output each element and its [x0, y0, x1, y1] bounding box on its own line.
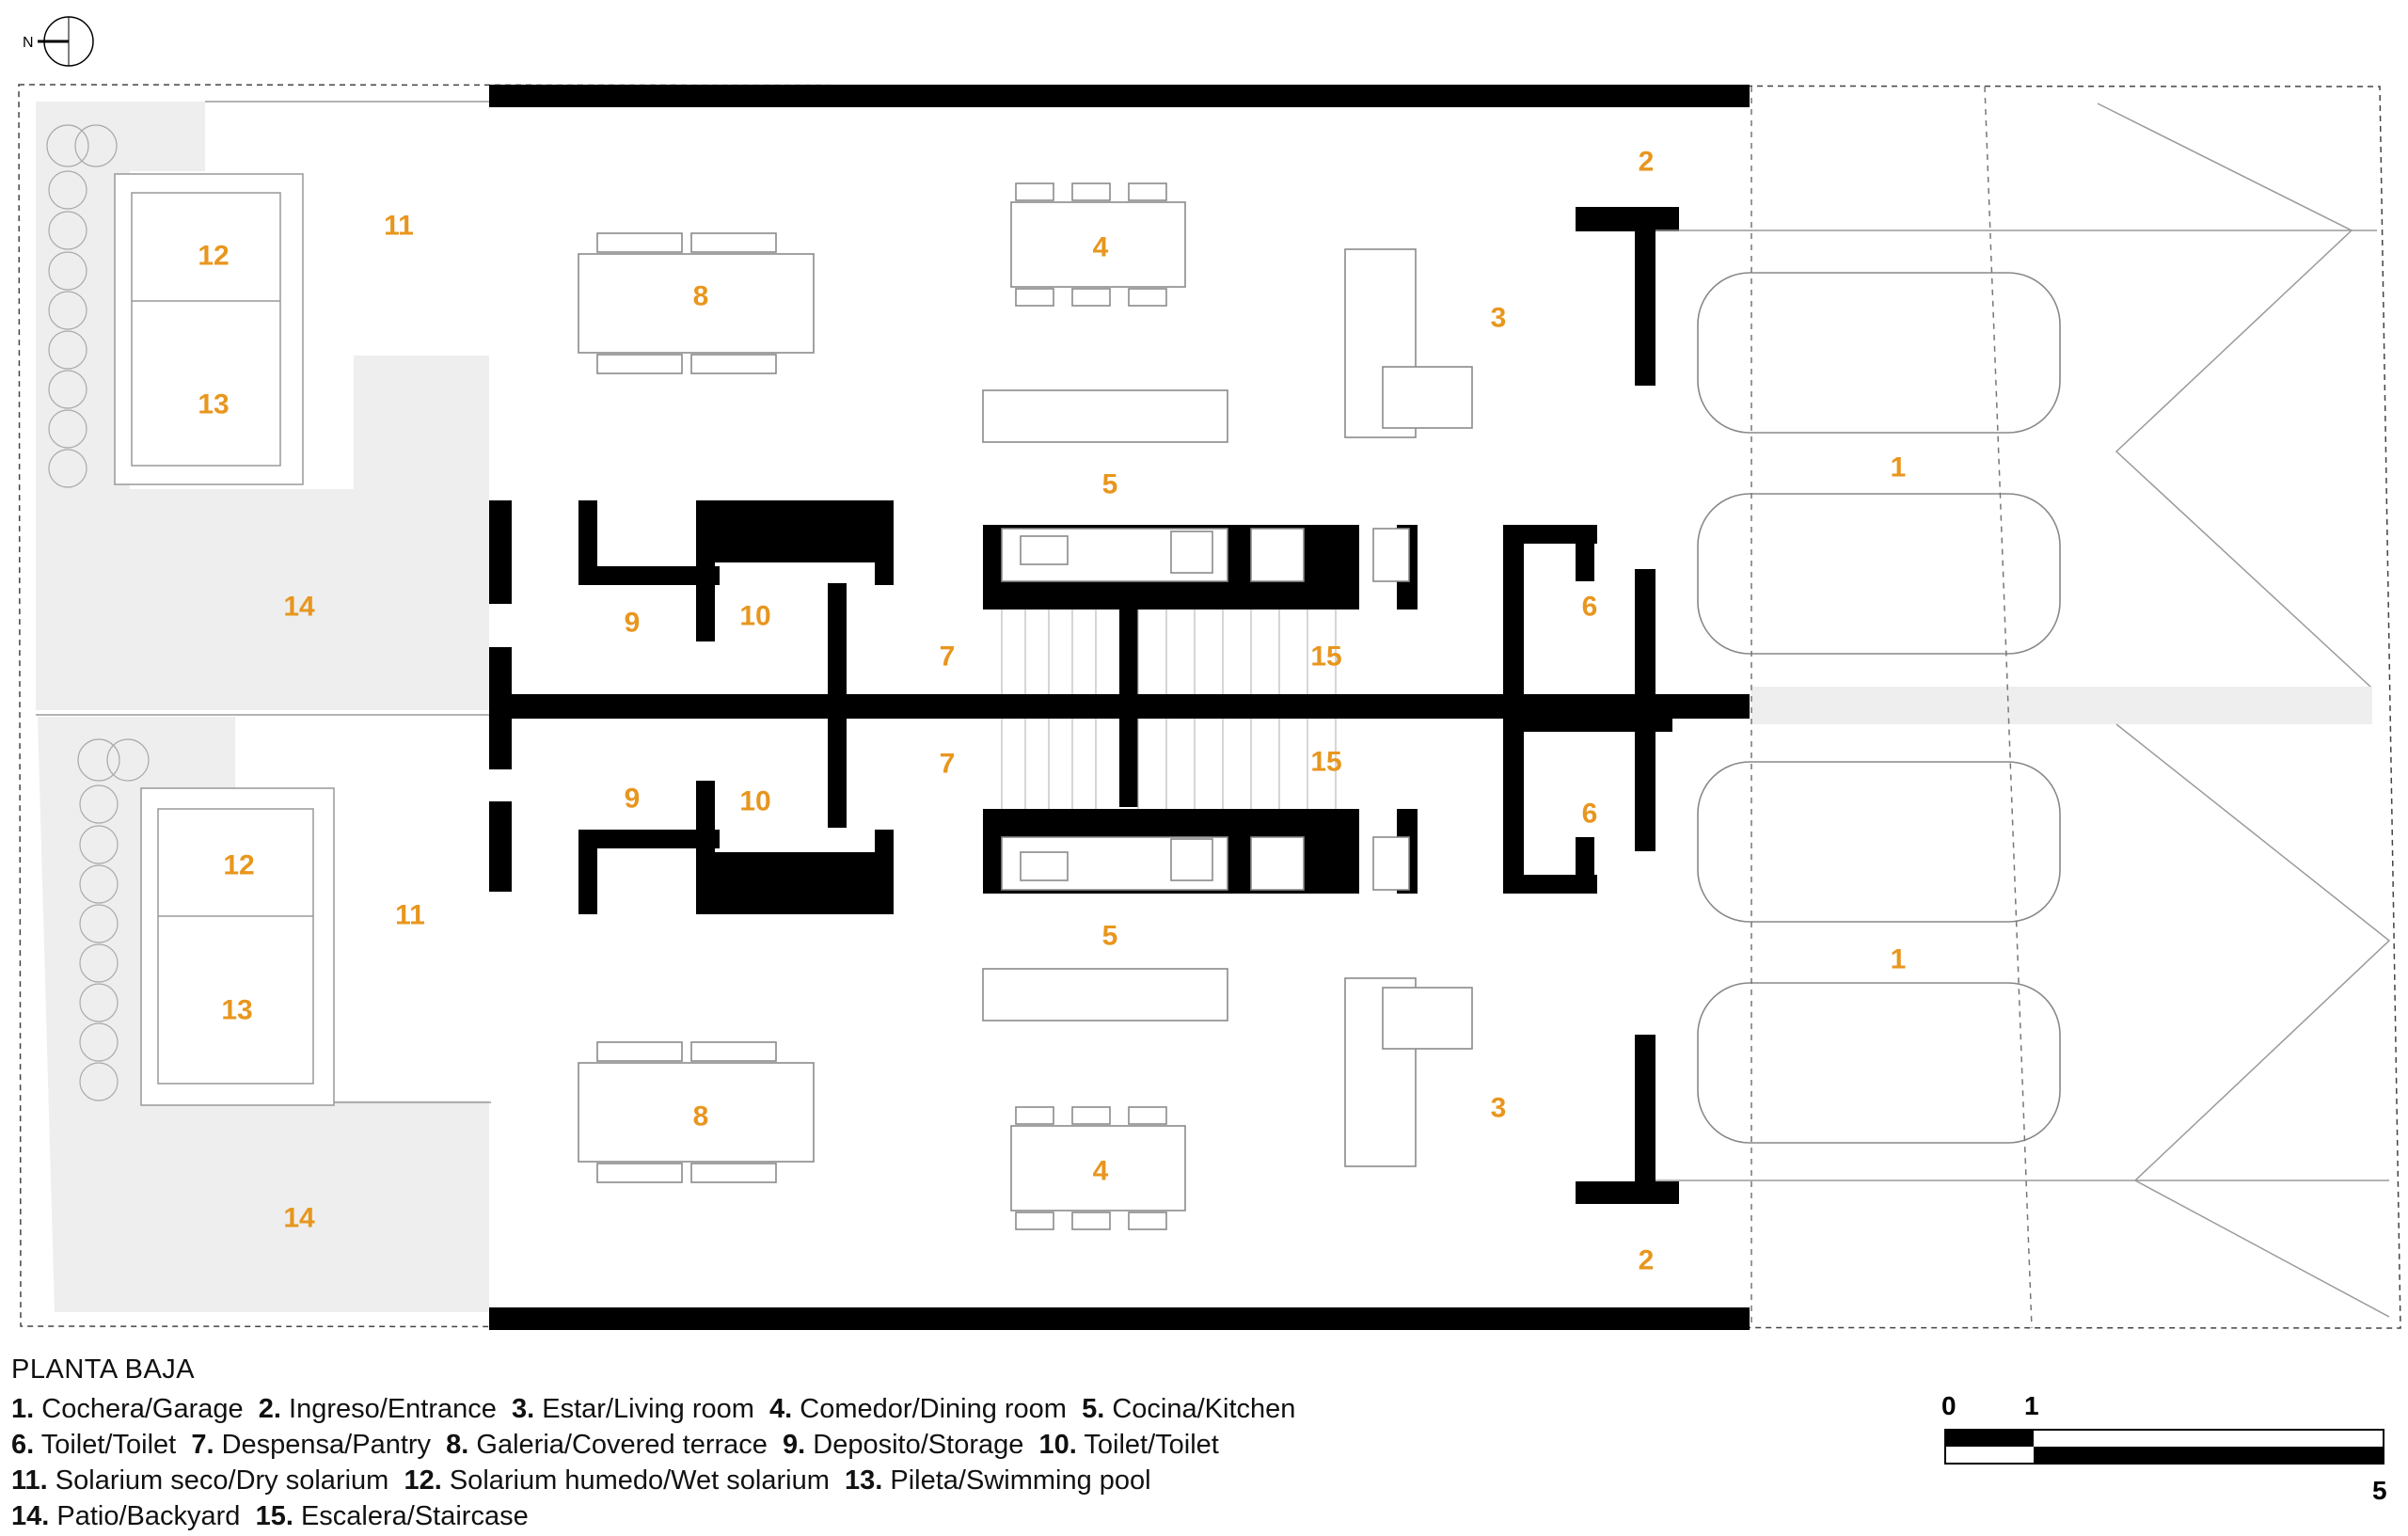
room-label-2-lower: 2 [1639, 1245, 1655, 1276]
room-label-10-lower: 10 [739, 786, 770, 817]
legend-text: Patio/Backyard [56, 1501, 241, 1531]
legend-text: Cochera/Garage [41, 1394, 244, 1424]
legend-num: 1. [11, 1394, 35, 1424]
room-label-4-upper: 4 [1093, 232, 1109, 263]
backyard-shading [36, 102, 489, 1312]
room-label-2-upper: 2 [1639, 147, 1655, 178]
legend-line-4: 14. Patio/Backyard 15. Escalera/Staircas… [11, 1498, 1610, 1534]
legend-num: 4. [769, 1394, 793, 1424]
legend-title: PLANTA BAJA [11, 1354, 196, 1385]
legend-num: 5. [1082, 1394, 1105, 1424]
legend-text: Pileta/Swimming pool [890, 1465, 1151, 1496]
legend-num: 10. [1038, 1430, 1077, 1460]
legend-num: 7. [191, 1430, 214, 1460]
solarium-lines [36, 101, 491, 1103]
room-label-12-upper: 12 [198, 241, 229, 272]
room-label-9-lower: 9 [625, 784, 641, 815]
room-label-9-upper: 9 [625, 608, 641, 639]
legend-text: Comedor/Dining room [800, 1394, 1067, 1424]
room-label-15-lower: 15 [1310, 747, 1341, 778]
room-label-1-upper: 1 [1891, 452, 1907, 483]
legend-text: Solarium seco/Dry solarium [55, 1465, 389, 1496]
cars [1697, 272, 2061, 1144]
terrace-table-lower [578, 1041, 815, 1183]
legend-num: 15. [255, 1501, 293, 1531]
room-label-7-upper: 7 [940, 641, 956, 673]
legend-text: Cocina/Kitchen [1112, 1394, 1296, 1424]
room-label-14-upper: 14 [283, 592, 315, 623]
scale-label-5: 5 [2372, 1476, 2387, 1505]
legend-num: 14. [11, 1501, 50, 1531]
legend-text: Estar/Living room [542, 1394, 754, 1424]
legend-num: 3. [512, 1394, 535, 1424]
kitchen-counters [1001, 528, 1410, 891]
room-label-7-lower: 7 [940, 749, 956, 780]
legend-num: 8. [446, 1430, 469, 1460]
scale-label-1: 1 [2024, 1392, 2039, 1420]
legend-text: Toilet/Toilet [1084, 1430, 1219, 1460]
scale-label-0: 0 [1941, 1392, 1956, 1420]
room-label-15-upper: 15 [1310, 641, 1341, 673]
legend-text: Toilet/Toilet [40, 1430, 177, 1460]
room-label-3-upper: 3 [1491, 303, 1507, 334]
legend-num: 2. [258, 1394, 281, 1424]
room-label-6-lower: 6 [1582, 799, 1598, 830]
legend-text: Deposito/Storage [813, 1430, 1024, 1460]
pool-lower [140, 787, 335, 1106]
room-label-3-lower: 3 [1491, 1093, 1507, 1124]
driveway-lines [1656, 86, 2391, 1329]
terrace-table-upper [578, 232, 815, 374]
scale-bar-segment-first [1945, 1430, 2034, 1447]
room-label-11-upper: 11 [384, 211, 414, 242]
pool-upper [114, 173, 304, 485]
legend-text: Solarium humedo/Wet solarium [449, 1465, 830, 1496]
staircase-lines [1001, 610, 1337, 809]
scale-bar: 0 1 5 [1941, 1392, 2387, 1505]
legend-text: Escalera/Staircase [300, 1501, 529, 1531]
legend-line-2: 6. Toilet/Toilet 7. Despensa/Pantry 8. G… [11, 1427, 1610, 1463]
legend-text: Galeria/Covered terrace [476, 1430, 768, 1460]
room-label-8-lower: 8 [693, 1101, 709, 1132]
legend-num: 12. [404, 1465, 442, 1496]
north-compass: N [23, 16, 94, 67]
legend-num: 13. [845, 1465, 883, 1496]
legend-num: 9. [783, 1430, 806, 1460]
room-label-5-lower: 5 [1102, 921, 1118, 952]
legend-num: 11. [11, 1465, 48, 1496]
living-sofas [982, 248, 1473, 1167]
legend-text: Ingreso/Entrance [289, 1394, 497, 1424]
scale-bar-segment-rest [2034, 1447, 2384, 1464]
legend-line-1: 1. Cochera/Garage 2. Ingreso/Entrance 3.… [11, 1391, 1610, 1427]
room-label-13-lower: 13 [221, 995, 252, 1026]
room-label-14-lower: 14 [283, 1203, 315, 1234]
room-labels: 1 1 2 2 3 3 4 4 5 5 6 6 7 7 8 8 9 9 10 1… [198, 147, 1906, 1276]
room-label-11-lower: 11 [395, 900, 425, 931]
room-label-12-lower: 12 [223, 850, 254, 881]
compass-north-label: N [23, 35, 34, 51]
room-label-4-lower: 4 [1093, 1156, 1109, 1187]
dining-table-upper [1010, 182, 1186, 307]
room-label-10-upper: 10 [739, 601, 770, 632]
room-label-5-upper: 5 [1102, 469, 1118, 500]
legend-text: Despensa/Pantry [221, 1430, 432, 1460]
room-label-13-upper: 13 [198, 389, 229, 420]
room-label-6-upper: 6 [1582, 592, 1598, 623]
shrubs [46, 124, 150, 1101]
room-label-8-upper: 8 [693, 281, 709, 312]
dining-table-lower [1010, 1106, 1186, 1230]
legend-line-3: 11. Solarium seco/Dry solarium 12. Solar… [11, 1463, 1610, 1498]
legend: PLANTA BAJA 1. Cochera/Garage 2. Ingreso… [11, 1354, 1610, 1534]
legend-num: 6. [11, 1430, 35, 1460]
room-label-1-lower: 1 [1891, 944, 1907, 975]
